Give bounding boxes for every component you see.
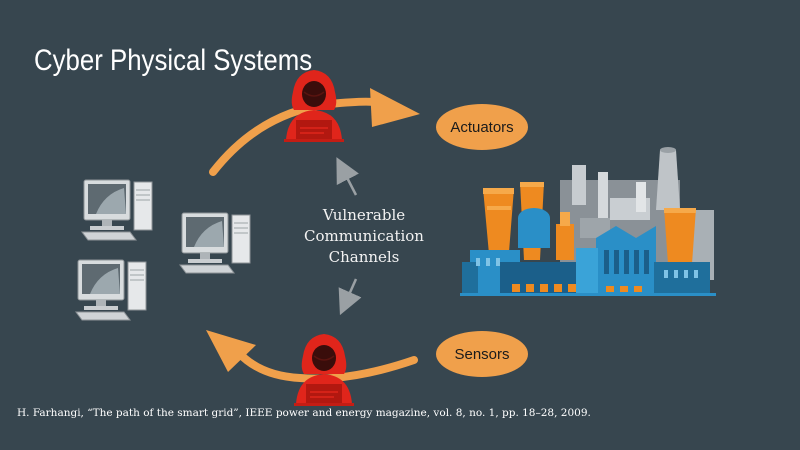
lower-arrow-head [206, 330, 256, 372]
upper-arrow-head [370, 88, 420, 127]
channel-down-arrow [338, 278, 362, 316]
label-line: Vulnerable [322, 206, 406, 224]
vulnerable-channels-label: Vulnerable Communication Channels [286, 205, 442, 268]
citation: H. Farhangi, “The path of the smart grid… [17, 407, 591, 419]
label-line: Communication [304, 227, 424, 245]
label-line: Channels [328, 248, 400, 266]
actuators-oval: Actuators [436, 104, 528, 150]
slide-title: Cyber Physical Systems [34, 44, 313, 77]
sensors-oval: Sensors [436, 331, 528, 377]
lower-flow-arrow [234, 348, 418, 383]
actuators-label: Actuators [450, 118, 514, 136]
channel-up-arrow [336, 157, 359, 196]
sensors-label: Sensors [454, 345, 510, 363]
